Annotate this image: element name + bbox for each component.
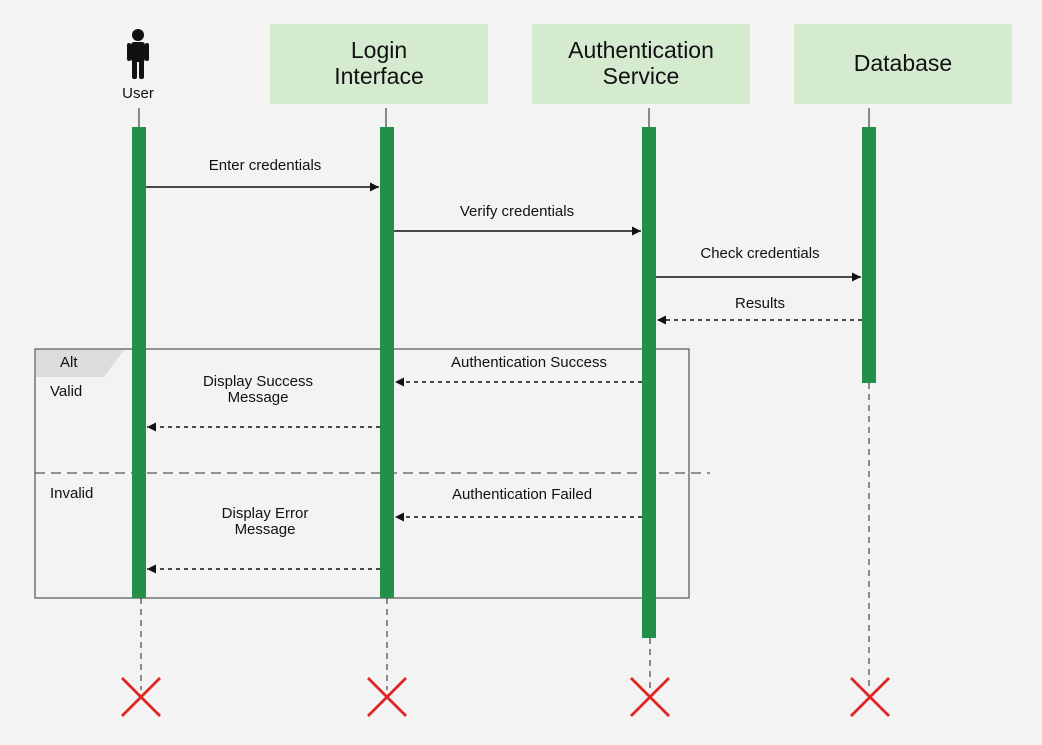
label-display-error-message: Display Error Message <box>221 505 309 539</box>
participant-database: Database <box>794 24 1012 104</box>
label-check-credentials: Check credentials <box>700 245 820 262</box>
guard-valid: Valid <box>50 383 83 400</box>
label-authentication-failed: Authentication Failed <box>451 486 593 503</box>
alt-operator-label: Alt <box>60 354 78 371</box>
label-verify-credentials: Verify credentials <box>459 203 575 220</box>
activation-db <box>862 127 876 383</box>
activation-login <box>380 127 394 598</box>
actor-icon <box>127 29 149 79</box>
label-results: Results <box>734 295 786 312</box>
label-authentication-success: Authentication Success <box>451 354 607 371</box>
label-display-success-message: Display Success Message <box>202 373 314 407</box>
destroy-marker-login <box>367 677 407 717</box>
destroy-marker-auth <box>630 677 670 717</box>
activation-auth <box>642 127 656 638</box>
participant-authentication-service: Authentication Service <box>532 24 750 104</box>
guard-invalid: Invalid <box>50 485 94 502</box>
participant-user-label: User <box>122 85 154 102</box>
activation-user <box>132 127 146 598</box>
destroy-marker-user <box>121 677 161 717</box>
destroy-marker-db <box>850 677 890 717</box>
participant-login-interface: Login Interface <box>270 24 488 104</box>
label-enter-credentials: Enter credentials <box>208 157 322 174</box>
